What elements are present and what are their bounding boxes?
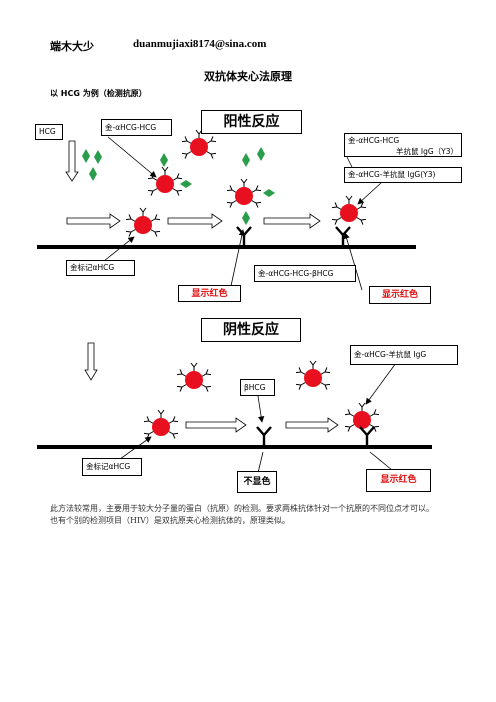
flow-arrow-down (65, 140, 79, 182)
diagram-title: 双抗体夹心法原理 (204, 70, 292, 83)
bhcg-label: βHCG (240, 379, 275, 396)
gold-particle (177, 363, 211, 392)
positive-heading: 阳性反应 (201, 110, 302, 134)
gold-particle (296, 361, 330, 390)
gold-particle (182, 130, 216, 159)
negative-gold-igg-label: 金-αHCG-羊抗鼠 IgG (350, 345, 458, 365)
negative-gold-marker-label: 金标记αHCG (82, 458, 142, 476)
hcg-antigen (257, 147, 265, 161)
flow-arrow-right (185, 417, 247, 433)
result-red-1: 显示红色 (178, 285, 241, 302)
gold-marker-label: 金标记αHCG (66, 260, 135, 276)
capture-antibody (235, 225, 253, 247)
hcg-antigen (82, 149, 90, 163)
footer-paragraph: 此方法较常用，主要用于较大分子量的蛋白（抗原）的检测。要求两株抗体针对一个抗原的… (50, 504, 434, 525)
author-email: duanmujiaxi8174@sina.com (133, 38, 267, 50)
top-right-line2: 羊抗鼠 IgG（Y3） (395, 147, 458, 156)
complex-label: 金-αHCG-HCG-βHCG (254, 265, 356, 282)
gold-particle (126, 208, 160, 237)
control-antibody (358, 425, 376, 447)
hcg-antigen (242, 153, 250, 167)
result-red-2: 显示红色 (369, 286, 431, 304)
author-name: 端木大少 (50, 40, 94, 53)
capture-antibody (255, 425, 273, 447)
gold-particle (227, 179, 261, 208)
hcg-antigen (89, 167, 97, 181)
top-right-complex-label: 金-αHCG-HCG 羊抗鼠 IgG（Y3） (344, 133, 462, 157)
hcg-antigen (263, 189, 275, 197)
flow-arrow-right (167, 213, 223, 229)
flow-arrow-right (285, 417, 339, 433)
gold-igg-label: 金-αHCG-羊抗鼠 IgG(Y3) (344, 167, 462, 183)
hcg-antigen (242, 211, 250, 225)
hcg-antigen (180, 180, 192, 188)
flow-arrow-right (263, 213, 321, 229)
diagram-subtitle: 以 HCG 为例（检测抗原） (50, 89, 147, 98)
gold-particle (144, 410, 178, 439)
negative-heading: 阴性反应 (201, 318, 301, 342)
result-red-negative: 显示红色 (366, 469, 431, 492)
flow-arrow-down (84, 342, 98, 381)
gold-particle (148, 167, 182, 196)
flow-arrow-right (66, 213, 121, 229)
gold-hcg-label: 金-αHCG-HCG (101, 119, 172, 136)
top-right-line1: 金-αHCG-HCG (348, 136, 400, 145)
result-no-color: 不显色 (237, 471, 277, 493)
hcg-label: HCG (35, 124, 63, 140)
gold-particle (332, 196, 366, 225)
hcg-antigen (160, 153, 168, 167)
hcg-antigen (94, 150, 102, 164)
